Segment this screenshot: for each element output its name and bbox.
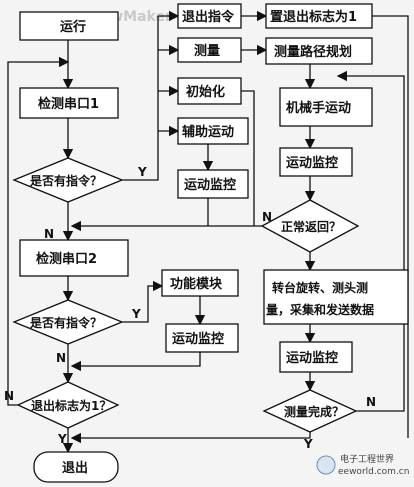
edge-label-n2: N: [56, 351, 66, 365]
edge-label-n1: N: [44, 227, 54, 241]
motion-monitor-b-label: 运动监控: [286, 155, 338, 171]
edge-label-n-normal: N: [262, 210, 272, 224]
measure-label: 测量: [194, 43, 220, 59]
exit-terminal: [33, 451, 119, 483]
check-port1-label: 检测串口1: [38, 96, 99, 112]
func-module-label: 功能模块: [170, 276, 223, 292]
normal-return-label: 正常返回？: [281, 219, 341, 234]
check-port1-box: [19, 87, 119, 119]
motion-monitor-b-box: [279, 147, 353, 177]
motion-monitor-d-box: [279, 341, 353, 373]
has-cmd2-label: 是否有指令？: [29, 315, 102, 330]
exit-cmd-label: 退出指令: [182, 9, 235, 25]
set-exit-flag-box: [265, 3, 373, 29]
motion-monitor-c-box: [165, 323, 239, 353]
run-box: [19, 11, 119, 41]
aux-move-box: [177, 117, 249, 145]
rotate-line2: 量，采集和发送数据: [266, 302, 374, 317]
exit-label: 退出: [62, 460, 88, 476]
measure-done-label: 测量完成？: [284, 404, 344, 419]
edge-label-n-exit: N: [4, 389, 14, 403]
measure-path-box: [265, 37, 373, 65]
robot-move-label: 机械手运动: [286, 100, 351, 116]
has-cmd2-diamond: [12, 299, 124, 345]
logo-line1: 电子工程世界: [340, 453, 394, 465]
set-exit-flag-label: 置退出标志为1: [270, 9, 357, 25]
exit-cmd-box: [177, 3, 242, 29]
edge-label-y-exit: Y: [57, 432, 67, 446]
measure-done-diamond: [262, 389, 358, 433]
edge-label-y2: Y: [131, 307, 141, 321]
edge-label-n-measure: N: [366, 395, 376, 409]
motion-monitor-a-box: [177, 169, 249, 199]
run-label: 运行: [60, 19, 86, 35]
motion-monitor-a-label: 运动监控: [184, 177, 236, 193]
connectors: [7, 10, 409, 454]
aux-move-label: 辅助运动: [182, 124, 234, 140]
eeworld-logo: 电子工程世界 eeworld.com.cn: [316, 453, 409, 477]
logo-line2: eeworld.com.cn: [338, 467, 409, 477]
measure-box: [177, 37, 242, 63]
func-module-box: [161, 269, 239, 297]
edge-label-y1: Y: [137, 165, 147, 179]
has-cmd1-label: 是否有指令？: [29, 173, 102, 188]
init-label: 初始化: [186, 84, 225, 100]
motion-monitor-c-label: 运动监控: [172, 331, 224, 347]
robot-move-box: [279, 87, 373, 127]
check-port2-label: 检测串口2: [36, 251, 97, 267]
edge-label-y-measure: Y: [303, 437, 313, 451]
has-cmd1-diamond: [12, 157, 124, 203]
check-port2-box: [19, 239, 129, 277]
normal-return-diamond: [260, 199, 360, 253]
exit-flag-diamond: [16, 381, 120, 429]
rotate-measure-box: [263, 269, 409, 325]
rotate-line1: 转台旋转、测头测: [272, 280, 368, 295]
motion-monitor-d-label: 运动监控: [286, 350, 338, 366]
measure-path-label: 测量路径规划: [274, 44, 352, 60]
exit-flag-label: 退出标志为1？: [31, 398, 111, 413]
init-box: [177, 77, 242, 105]
